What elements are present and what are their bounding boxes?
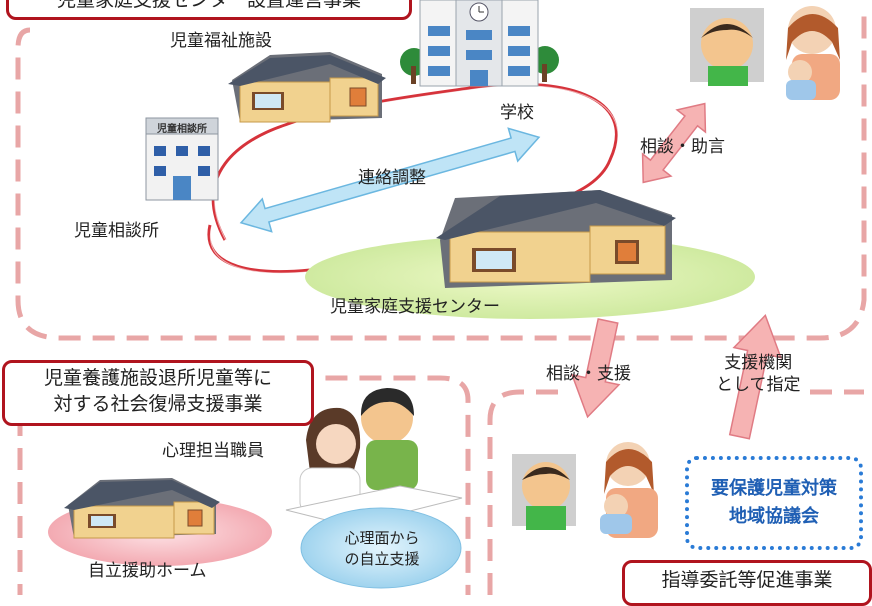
right-region-border [487,389,864,595]
advice-label: 相談・助言 [640,137,725,157]
consultation-office-label: 児童相談所 [74,221,159,241]
left-region-title: 児童養護施設退所児童等に 対する社会復帰支援事業 [2,360,314,426]
psych-support-text: 心理面から の自立支援 [306,528,458,570]
consult-support-label: 相談・支援 [546,364,631,384]
liaison-arrow [239,127,541,233]
council-line2: 地域協議会 [729,506,819,527]
consultation-office-sign: 児童相談所 [157,124,207,135]
designated-label-line2: として指定 [716,375,801,395]
designated-label: 支援機関 として指定 [716,352,801,396]
top-region-title-text: 児童家庭支援センター設置運営事業 [56,0,361,11]
child-icon [690,8,764,86]
council-line1: 要保護児童対策 [711,478,837,499]
mother-baby-icon-2 [600,442,658,538]
psych-staff-label: 心理担当職員 [162,441,264,461]
welfare-facility-icon [228,52,386,123]
road-path [207,82,618,273]
center-house-icon [436,190,676,288]
consultation-office-icon [145,117,219,201]
child-icon-2 [512,454,576,530]
independence-home-label: 自立援助ホーム [88,561,207,581]
left-region-title-line2: 対する社会復帰支援事業 [53,393,263,415]
liaison-label: 連絡調整 [358,168,426,188]
council-box: 要保護児童対策 地域協議会 [685,456,863,550]
welfare-facility-label: 児童福祉施設 [170,31,272,51]
right-region-title-text: 指導委託等促進事業 [661,569,833,591]
designated-label-line1: 支援機関 [724,353,793,373]
independence-home-icon [64,478,220,539]
top-region-title: 児童家庭支援センター設置運営事業 [6,0,412,20]
center-label: 児童家庭支援センター [330,297,500,317]
top-region-border [15,15,867,341]
mother-baby-icon [786,6,840,100]
psych-support-line1: 心理面から [344,529,420,547]
designated-arrow [728,314,783,440]
advice-arrow [641,102,707,184]
right-region-title: 指導委託等促進事業 [622,560,872,606]
school-label: 学校 [500,103,534,123]
school-icon [400,0,559,87]
consult-support-arrow [570,318,621,419]
boy-icon [360,388,418,490]
left-region-title-line1: 児童養護施設退所児童等に [43,367,272,389]
psych-support-bubble [300,507,462,589]
psych-support-line2: の自立支援 [344,550,420,568]
